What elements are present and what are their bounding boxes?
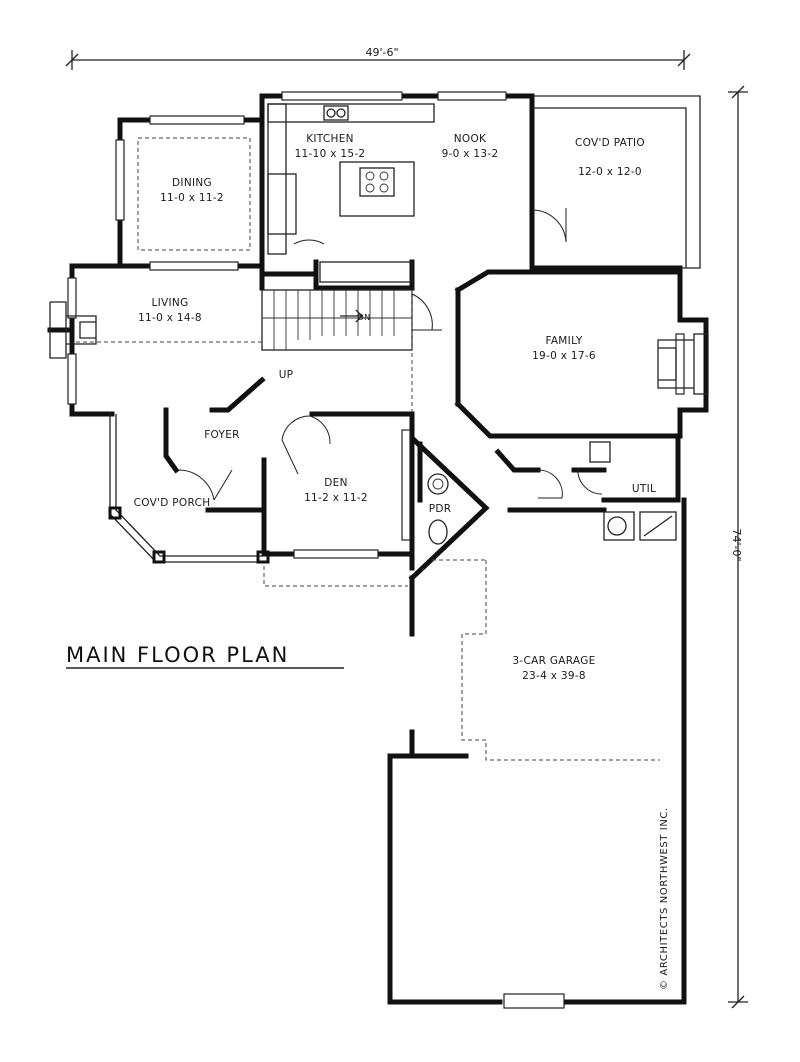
room-label-garage: 3-CAR GARAGE 23-4 x 39-8 — [512, 655, 595, 682]
room-name: 3-CAR GARAGE — [512, 655, 595, 667]
powder-room-fixtures — [427, 473, 449, 545]
depth-dimension-line: 74'-0" — [728, 85, 748, 1009]
room-name: FAMILY — [545, 335, 582, 347]
living-fireplace — [49, 301, 97, 359]
room-size: 23-4 x 39-8 — [522, 670, 586, 682]
room-label-dining: DINING 11-0 x 11-2 — [160, 177, 224, 204]
width-dimension-label: 49'-6" — [365, 46, 398, 59]
stairs-down-label: DN — [358, 313, 371, 322]
room-name: UTIL — [632, 483, 656, 495]
room-label-den: DEN 11-2 x 11-2 — [304, 477, 368, 504]
room-label-pdr: PDR — [429, 503, 452, 515]
doors — [177, 208, 603, 501]
utility-fixtures — [589, 441, 677, 541]
depth-dimension-label: 74'-0" — [730, 528, 743, 561]
room-label-covd-porch: COV'D PORCH — [134, 497, 211, 509]
architect-credit: © ARCHITECTS NORTHWEST INC. — [659, 807, 670, 990]
family-fireplace — [657, 333, 709, 395]
room-size: 19-0 x 17-6 — [532, 350, 596, 362]
room-name: COV'D PATIO — [575, 137, 645, 149]
drawing-title: MAIN FLOOR PLAN — [66, 643, 289, 667]
room-name: COV'D PORCH — [134, 497, 211, 509]
windows — [67, 91, 685, 1009]
room-size: 11-2 x 11-2 — [304, 492, 368, 504]
room-name: FOYER — [204, 429, 240, 441]
covered-porch — [108, 414, 270, 564]
room-label-kitchen: KITCHEN 11-10 x 15-2 — [295, 133, 366, 160]
room-name: KITCHEN — [306, 133, 354, 145]
room-size: 11-0 x 14-8 — [138, 312, 202, 324]
stairs-up-label: UP — [279, 369, 294, 381]
staircase: UP DN — [261, 289, 442, 381]
room-label-foyer: FOYER — [204, 429, 240, 441]
room-size: 9-0 x 13-2 — [442, 148, 499, 160]
kitchen-fixtures — [267, 103, 435, 283]
room-label-nook: NOOK 9-0 x 13-2 — [442, 133, 499, 160]
room-name: DINING — [172, 177, 212, 189]
room-name: DEN — [324, 477, 347, 489]
room-name: PDR — [429, 503, 452, 515]
room-size: 11-0 x 11-2 — [160, 192, 224, 204]
room-size: 12-0 x 12-0 — [578, 166, 642, 178]
room-label-covd-patio: COV'D PATIO 12-0 x 12-0 — [575, 137, 645, 178]
width-dimension-line: 49'-6" — [65, 46, 691, 70]
room-label-family: FAMILY 19-0 x 17-6 — [532, 335, 596, 362]
room-label-living: LIVING 11-0 x 14-8 — [138, 297, 202, 324]
room-name: LIVING — [151, 297, 188, 309]
room-size: 11-10 x 15-2 — [295, 148, 366, 160]
room-label-util: UTIL — [632, 483, 656, 495]
dashed-overhead-lines — [76, 137, 660, 761]
walls — [47, 93, 709, 1005]
room-name: NOOK — [454, 133, 487, 145]
